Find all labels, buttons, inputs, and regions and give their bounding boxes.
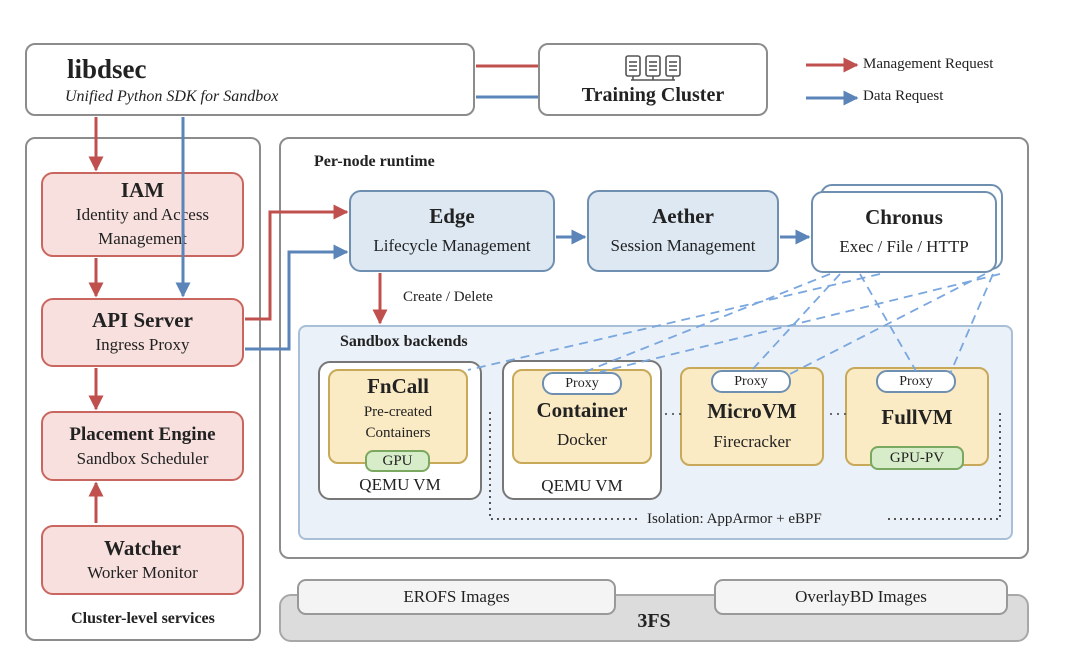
api-server-sub: Ingress Proxy	[95, 335, 190, 354]
fullvm-gpu-pv-badge: GPU-PV	[870, 446, 964, 470]
create-delete-label: Create / Delete	[403, 289, 493, 305]
chronus-sub: Exec / File / HTTP	[839, 237, 969, 256]
fullvm-title: FullVM	[881, 405, 953, 429]
fncall-gpu-badge: GPU	[365, 450, 430, 472]
iam-title: IAM	[120, 178, 165, 202]
fullvm-proxy: Proxy	[876, 370, 956, 393]
cluster-services-label: Cluster-level services	[71, 610, 215, 627]
dots-container-microvm: ···	[663, 404, 684, 424]
3fs-label: 3FS	[637, 610, 671, 632]
watcher-sub: Worker Monitor	[87, 562, 198, 582]
erofs-images-label: EROFS Images	[403, 587, 510, 606]
watcher-box: Watcher Worker Monitor	[41, 525, 244, 595]
fncall-line2: Containers	[365, 425, 431, 441]
container-host-label: QEMU VM	[541, 476, 623, 495]
sdk-title: libdsec	[67, 54, 147, 84]
chronus-box: Chronus Exec / File / HTTP	[811, 191, 997, 273]
sdk-subtitle: Unified Python SDK for Sandbox	[65, 88, 279, 105]
chronus-title: Chronus	[865, 205, 943, 229]
training-cluster-title: Training Cluster	[581, 84, 725, 106]
container-proxy: Proxy	[542, 372, 622, 395]
legend-data-label: Data Request	[863, 88, 944, 104]
erofs-images-box: EROFS Images	[297, 579, 616, 615]
sandbox-backends-label: Sandbox backends	[340, 333, 468, 350]
aether-title: Aether	[652, 204, 714, 228]
container-title: Container	[536, 398, 628, 422]
iam-line1: Identity and Access	[75, 205, 210, 224]
iam-box: IAM Identity and Access Management	[41, 172, 244, 257]
dots-microvm-fullvm: ···	[828, 404, 849, 424]
training-cluster-box: Training Cluster	[538, 43, 768, 116]
placement-engine-title: Placement Engine	[69, 423, 216, 445]
aether-sub: Session Management	[610, 236, 756, 255]
overlaybd-images-box: OverlayBD Images	[714, 579, 1008, 615]
watcher-title: Watcher	[104, 535, 181, 560]
edge-box: Edge Lifecycle Management	[349, 190, 555, 272]
api-server-box: API Server Ingress Proxy	[41, 298, 244, 367]
fncall-title: FnCall	[367, 374, 429, 398]
sdk-box: libdsec Unified Python SDK for Sandbox	[25, 43, 475, 116]
fncall-line1: Pre-created	[363, 404, 433, 420]
container-sub: Docker	[556, 430, 608, 449]
overlaybd-images-label: OverlayBD Images	[795, 587, 927, 606]
microvm-proxy: Proxy	[711, 370, 791, 393]
edge-title: Edge	[429, 204, 475, 228]
placement-engine-box: Placement Engine Sandbox Scheduler	[41, 411, 244, 481]
fncall-host-label: QEMU VM	[359, 475, 441, 494]
isolation-label: Isolation: AppArmor + eBPF	[641, 509, 828, 530]
microvm-title: MicroVM	[707, 398, 797, 423]
api-server-title: API Server	[92, 308, 193, 332]
legend-management-label: Management Request	[863, 56, 994, 72]
per-node-runtime-label: Per-node runtime	[314, 153, 435, 170]
fncall-box: FnCall Pre-created Containers	[328, 369, 468, 464]
microvm-sub: Firecracker	[713, 431, 791, 451]
server-rack-icon	[625, 55, 681, 81]
edge-sub: Lifecycle Management	[373, 236, 531, 255]
aether-box: Aether Session Management	[587, 190, 779, 272]
iam-line2: Management	[98, 229, 187, 248]
placement-engine-sub: Sandbox Scheduler	[76, 448, 209, 468]
